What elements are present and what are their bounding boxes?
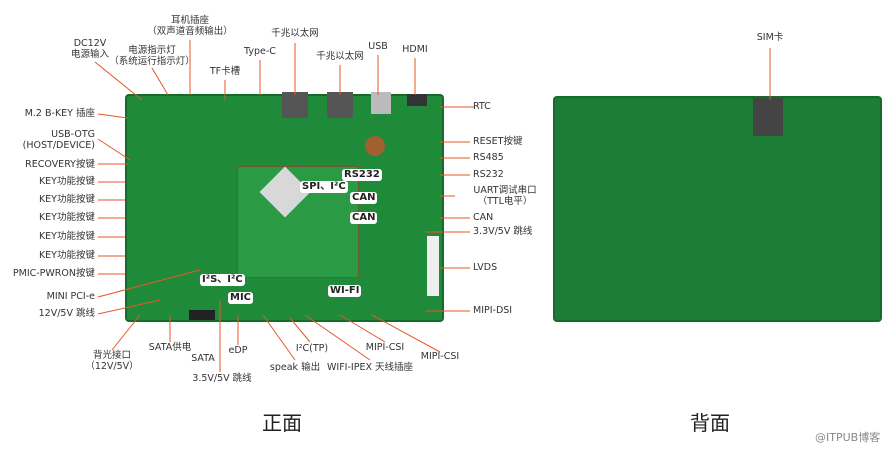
tag-can-2: CAN bbox=[350, 212, 378, 224]
label-key-5: KEY功能按键 bbox=[38, 250, 95, 261]
caption-front: 正面 bbox=[262, 411, 302, 435]
usb-port bbox=[371, 92, 391, 114]
tag-mic: MIC bbox=[228, 292, 254, 304]
label-line: （双声道音频输出） bbox=[147, 26, 233, 37]
label-hdmi: HDMI bbox=[402, 44, 428, 55]
label-speak: speak 输出 bbox=[269, 362, 321, 373]
tag-wifi: WI-FI bbox=[328, 285, 362, 297]
eth-port-1 bbox=[282, 92, 308, 118]
caption-back: 背面 bbox=[690, 411, 730, 435]
eth-port-2 bbox=[327, 92, 353, 118]
lvds-connector bbox=[427, 236, 439, 296]
label-mipi-dsi: MIPI-DSI bbox=[473, 305, 513, 316]
label-line: 耳机插座 bbox=[170, 15, 210, 26]
label-can: CAN bbox=[473, 212, 494, 223]
label-line: 背光接口 bbox=[92, 350, 131, 361]
label-line: (HOST/DEVICE) bbox=[22, 140, 95, 151]
label-mini-pcie: MINI PCI-e bbox=[46, 291, 95, 302]
label-rtc: RTC bbox=[473, 101, 491, 112]
label-line: UART调试串口 bbox=[473, 185, 537, 196]
tag-i2s-i2c: I²S、I²C bbox=[200, 274, 245, 286]
label-tf: TF卡槽 bbox=[209, 66, 241, 77]
label-eth2: 千兆以太网 bbox=[316, 51, 364, 62]
label-key-2: KEY功能按键 bbox=[38, 194, 95, 205]
tag-can-1: CAN bbox=[350, 192, 378, 204]
watermark: @ITPUB博客 bbox=[815, 431, 881, 444]
label-key-1: KEY功能按键 bbox=[38, 176, 95, 187]
label-sata-power: SATA供电 bbox=[148, 342, 192, 353]
label-wifi-ipex: WIFI-IPEX 天线插座 bbox=[327, 362, 413, 373]
label-m2: M.2 B-KEY 插座 bbox=[24, 108, 95, 119]
label-rs485: RS485 bbox=[473, 152, 504, 163]
label-line: 电源指示灯 bbox=[128, 45, 176, 56]
label-lvds: LVDS bbox=[473, 262, 498, 273]
label-edp: eDP bbox=[228, 345, 248, 356]
label-uart: UART调试串口（TTL电平） bbox=[473, 185, 536, 207]
rtc-battery bbox=[365, 136, 385, 156]
hdmi-port bbox=[407, 94, 427, 106]
label-line: DC12V bbox=[73, 38, 107, 49]
label-typec: Type-C bbox=[244, 46, 276, 57]
label-line: USB-OTG bbox=[51, 129, 95, 140]
label-rs232: RS232 bbox=[473, 169, 504, 180]
back-board bbox=[553, 96, 882, 322]
label-power-led: 电源指示灯（系统运行指示灯） bbox=[109, 45, 195, 67]
label-jumper-12v: 12V/5V 跳线 bbox=[38, 308, 95, 319]
label-usb: USB bbox=[368, 41, 388, 52]
label-recovery: RECOVERY按键 bbox=[25, 159, 95, 170]
sim-slot bbox=[753, 98, 783, 136]
label-mipi-csi-2: MIPI-CSI bbox=[420, 351, 460, 362]
sata-connector bbox=[189, 310, 215, 320]
label-headphone: 耳机插座（双声道音频输出） bbox=[147, 15, 233, 37]
label-line: （系统运行指示灯） bbox=[109, 56, 195, 67]
label-key-4: KEY功能按键 bbox=[38, 231, 95, 242]
label-eth1: 千兆以太网 bbox=[271, 28, 319, 39]
label-mipi-csi-1: MIPI-CSI bbox=[365, 342, 405, 353]
label-reset: RESET按键 bbox=[473, 136, 523, 147]
label-line: 电源输入 bbox=[70, 49, 110, 60]
label-key-3: KEY功能按键 bbox=[38, 212, 95, 223]
label-usb-otg: USB-OTG(HOST/DEVICE) bbox=[23, 129, 95, 151]
front-board bbox=[125, 92, 444, 322]
label-sim: SIM卡 bbox=[756, 32, 784, 43]
label-backlight: 背光接口（12V/5V） bbox=[85, 350, 138, 372]
label-jumper-33v: 3.3V/5V 跳线 bbox=[473, 226, 533, 237]
label-i2c-tp: I²C(TP) bbox=[295, 343, 329, 354]
label-pmic: PMIC-PWRON按键 bbox=[12, 268, 95, 279]
label-jumper-35v: 3.5V/5V 跳线 bbox=[192, 373, 252, 384]
label-line: （12V/5V） bbox=[85, 361, 139, 372]
label-sata: SATA bbox=[191, 353, 215, 364]
tag-rs232: RS232 bbox=[342, 169, 382, 181]
tag-spi-i2c: SPI、I²C bbox=[300, 181, 348, 193]
label-line: （TTL电平） bbox=[477, 196, 533, 207]
